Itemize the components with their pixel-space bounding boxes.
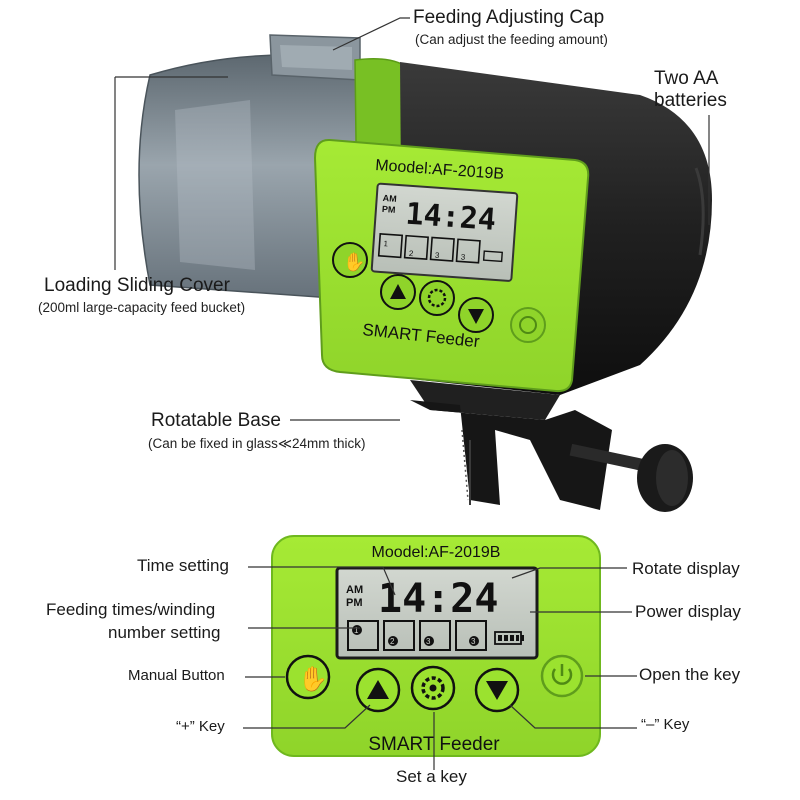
set-key-label: Set a key — [396, 767, 467, 786]
device-lcd-slot-3: 3 — [435, 251, 441, 260]
down-arrow-icon — [468, 309, 484, 324]
power-icon — [519, 316, 537, 334]
device-set-button[interactable] — [419, 280, 455, 316]
feeder-device: Moodel:AF-2019B AM PM 14:24 1 2 3 3 ✋ — [138, 34, 712, 512]
gear-icon — [427, 288, 447, 308]
panel-model-label: Moodel:AF-2019B — [372, 544, 501, 561]
device-lcd-am: AM — [382, 193, 397, 204]
device-power-button[interactable] — [510, 307, 546, 343]
battery-icon — [494, 631, 524, 645]
feeding-cap-label: Feeding Adjusting Cap — [413, 7, 605, 28]
device-buttons: ✋ — [332, 242, 546, 343]
enlarged-control-panel: Moodel:AF-2019B AM PM 14:24 1 2 3 3 — [271, 535, 601, 757]
device-battery-icon — [482, 250, 503, 263]
plus-key-label: “+” Key — [176, 718, 225, 735]
down-arrow-icon — [486, 681, 508, 700]
hand-icon: ✋ — [298, 665, 328, 693]
slot-2-marker — [388, 636, 398, 646]
panel-lcd-time: 14:24 — [378, 576, 498, 622]
feeding-cap-sublabel: (Can adjust the feeding amount) — [415, 32, 608, 47]
panel-lcd-slot-2: 2 — [390, 637, 395, 646]
loading-cover-label: Loading Sliding Cover — [44, 275, 230, 296]
panel-lcd: AM PM 14:24 1 2 3 3 — [335, 566, 539, 660]
device-manual-button[interactable] — [332, 242, 368, 278]
device-lcd-slot-2: 2 — [409, 249, 415, 258]
device-lcd-pm: PM — [382, 204, 396, 215]
set-key-button[interactable] — [410, 665, 456, 711]
up-arrow-icon — [390, 284, 406, 299]
device-lcd-slots: 1 2 3 3 — [377, 232, 503, 264]
plus-key-button[interactable] — [355, 667, 401, 713]
battery-cover[interactable] — [694, 167, 705, 256]
minus-key-button[interactable] — [474, 667, 520, 713]
top-callout-lines — [114, 17, 710, 421]
device-lcd-time: 14:24 — [404, 197, 497, 238]
rotate-display-label: Rotate display — [632, 559, 740, 578]
gear-center — [429, 684, 437, 692]
device-lcd-slot-4: 3 — [461, 253, 467, 262]
gear-icon — [421, 676, 445, 700]
power-icon — [551, 668, 573, 685]
device-lcd: AM PM 14:24 1 2 3 3 — [370, 182, 519, 282]
manual-button-label: Manual Button — [128, 667, 225, 684]
slot-4-marker — [469, 636, 479, 646]
rotatable-base-label: Rotatable Base — [151, 410, 281, 431]
panel-lcd-pm: PM — [346, 597, 363, 609]
panel-callout-lines — [243, 566, 637, 770]
hand-icon: ✋ — [343, 251, 365, 272]
time-setting-label: Time setting — [137, 556, 229, 575]
panel-lcd-slot-3: 3 — [426, 637, 431, 646]
up-arrow-icon — [367, 680, 389, 699]
rotatable-base-sublabel: (Can be fixed in glass≪24mm thick) — [148, 436, 366, 451]
slot-3-marker — [424, 636, 434, 646]
hopper-highlight — [175, 100, 255, 270]
power-display-label: Power display — [635, 602, 741, 621]
clamp-knob-face — [656, 450, 688, 506]
panel-lcd-slots: 1 2 3 3 — [347, 620, 487, 651]
panel-lcd-slot-4: 3 — [471, 637, 476, 646]
feeding-times-label-line2: number setting — [108, 623, 221, 642]
clamp — [410, 400, 612, 510]
panel-lcd-am: AM — [346, 584, 363, 596]
manual-button[interactable]: ✋ — [285, 654, 331, 700]
batteries-label-line2: batteries — [654, 90, 727, 111]
clamp-screw — [569, 443, 651, 473]
batteries-label-line1: Two AA — [654, 68, 719, 89]
cap-window — [280, 45, 352, 70]
loading-cover-sublabel: (200ml large-capacity feed bucket) — [38, 300, 246, 315]
clamp-teeth — [461, 429, 469, 501]
open-key-label: Open the key — [639, 665, 741, 684]
minus-key-label: “–” Key — [641, 716, 690, 733]
panel-lcd-slot-1: 1 — [354, 626, 359, 635]
device-lcd-slot-1: 1 — [383, 239, 389, 248]
feeding-times-label-line1: Feeding times/winding — [46, 600, 216, 619]
power-key-button[interactable] — [540, 654, 584, 698]
